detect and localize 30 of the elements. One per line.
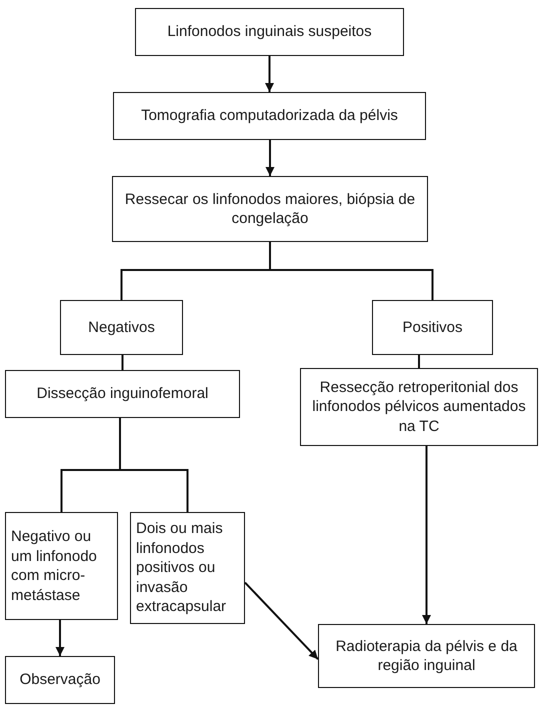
arrow bbox=[265, 56, 274, 92]
process-box bbox=[372, 300, 493, 355]
process-box bbox=[318, 624, 535, 688]
box-text: Negativos bbox=[88, 318, 155, 338]
box-text: Tomografia computadorizada da pélvis bbox=[141, 106, 398, 126]
process-box bbox=[112, 176, 428, 242]
box-text: Linfonodos inguinais suspeitos bbox=[167, 22, 372, 42]
box-text: Negativo ou um linfonodo com micro-metástase bbox=[11, 527, 98, 605]
arrow bbox=[244, 582, 319, 660]
connector-line bbox=[269, 242, 434, 300]
box-text: Dissecção inguinofemoral bbox=[36, 384, 208, 404]
process-box bbox=[5, 656, 115, 704]
process-box bbox=[5, 512, 118, 620]
box-text: Dois ou mais linfonodos positivos ou invasão extracapsular bbox=[136, 519, 228, 617]
connector-line bbox=[122, 355, 124, 370]
box-text: Observação bbox=[20, 670, 100, 690]
process-box bbox=[135, 8, 404, 56]
process-box bbox=[300, 368, 538, 446]
arrow bbox=[422, 446, 431, 624]
box-text: Ressecar os linfonodos maiores, biópsia de congelação bbox=[124, 190, 416, 228]
box-text: Radioterapia da pélvis e da região inguinal bbox=[334, 636, 518, 676]
box-text: Positivos bbox=[402, 318, 463, 338]
process-box bbox=[113, 92, 426, 140]
arrow bbox=[266, 140, 274, 176]
connector-line bbox=[418, 355, 420, 368]
arrow bbox=[56, 620, 64, 656]
process-box bbox=[60, 300, 183, 355]
process-box bbox=[130, 512, 245, 624]
box-text: Ressecção retroperitonial dos linfonodos pélvicos aumentados na TC bbox=[311, 378, 527, 436]
process-box bbox=[5, 370, 240, 418]
